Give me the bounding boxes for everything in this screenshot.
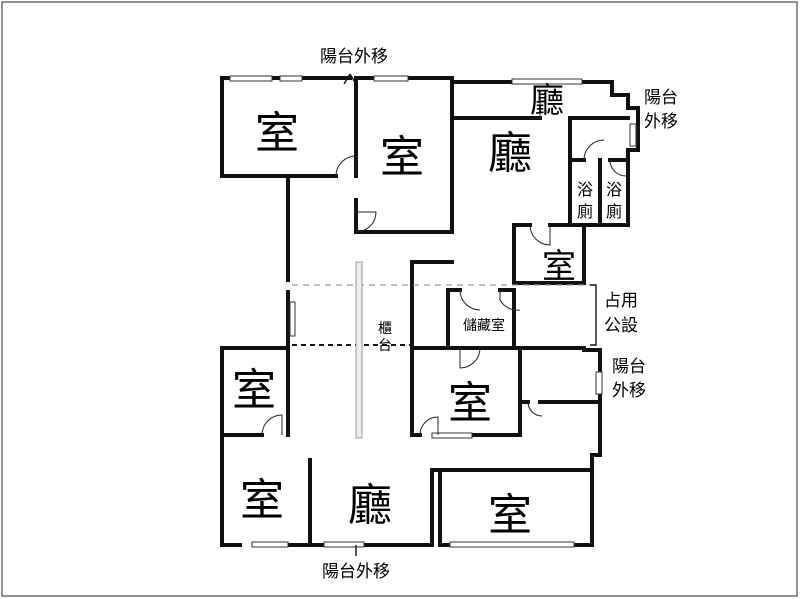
room-living-n-small: 廳 (530, 81, 564, 121)
label-public-2: 公設 (604, 316, 638, 336)
room-bath-2-text: 浴 (606, 180, 622, 199)
room-counter-char: 櫃 (378, 321, 392, 337)
label-balcony-ne-1: 陽台 (644, 88, 678, 108)
label-public-1: 占用 (604, 291, 638, 311)
room-bedroom-nw: 室 (255, 108, 299, 159)
room-bath-1-text-line2: 廁 (577, 202, 593, 221)
room-bedroom-sw: 室 (240, 475, 284, 526)
label-balcony-ne-2: 外移 (644, 112, 678, 132)
label-balcony-top: 陽台外移 (320, 47, 388, 67)
room-counter-char: 台 (378, 338, 392, 354)
room-bedroom-w-mid: 室 (232, 365, 276, 416)
room-bath-2-text-line2: 廁 (606, 202, 622, 221)
doors (261, 98, 627, 436)
room-bedroom-e-small: 室 (542, 247, 576, 287)
balcony-marker-top-2 (349, 73, 357, 85)
room-counter: 櫃台 (378, 321, 392, 354)
room-bath-1: 浴 廁 (577, 180, 598, 221)
label-balcony-e-2: 外移 (612, 381, 646, 401)
room-living-n: 廳 (488, 128, 532, 179)
interior-walls (220, 76, 630, 547)
room-storage: 儲藏室 (463, 317, 505, 334)
room-bath-1-text: 浴 (577, 180, 593, 199)
label-balcony-bottom: 陽台外移 (322, 562, 390, 582)
public-area-bracket (590, 284, 597, 346)
counter-shape (355, 261, 363, 439)
balcony-marker-top (343, 73, 351, 85)
windows (229, 75, 637, 548)
label-balcony-e-1: 陽台 (612, 357, 646, 377)
room-living-s: 廳 (348, 480, 392, 531)
room-bedroom-center: 室 (448, 378, 492, 429)
room-bath-2: 浴 廁 (606, 180, 627, 221)
room-bedroom-se: 室 (488, 490, 532, 541)
room-bedroom-n: 室 (380, 132, 424, 183)
